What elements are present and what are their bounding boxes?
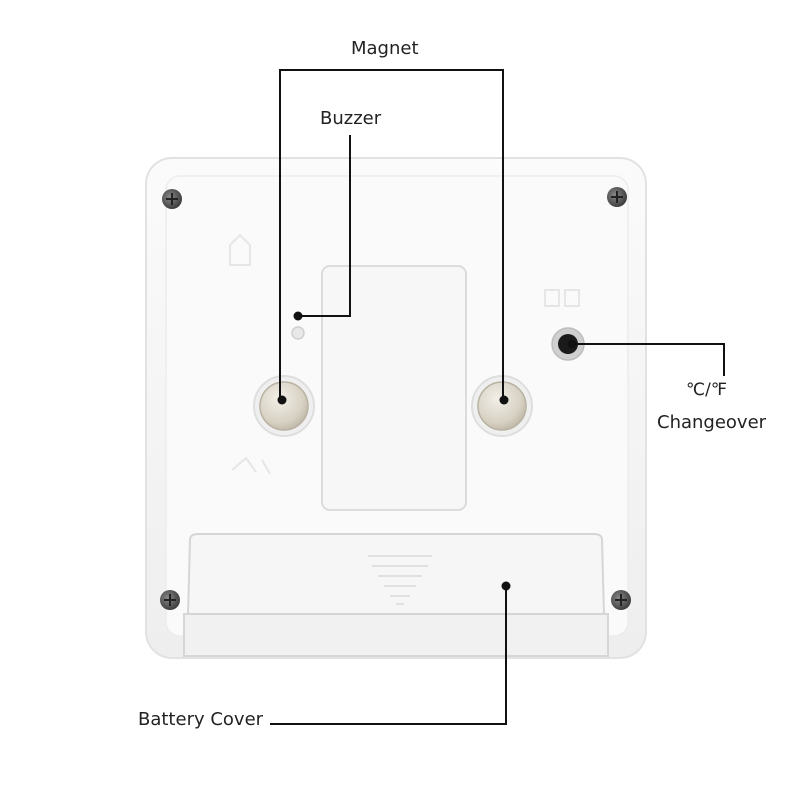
screw-bottom-left [160,590,180,610]
screw-top-right [607,187,627,207]
battery-cover-label: Battery Cover [138,709,264,730]
battery-cover-dot [501,581,511,591]
magnet-left-dot [277,395,287,405]
changeover-dot [567,339,577,349]
unit-symbol-label: ℃/℉ [686,380,727,400]
battery-cover-panel [183,533,609,657]
buzzer-dot [293,311,303,321]
magnet-label: Magnet [351,38,419,59]
buzzer-label: Buzzer [320,108,382,129]
screw-top-left [162,189,182,209]
center-recess [321,265,467,511]
battery-cover-leader-line [270,586,507,725]
embossed-marks [229,233,580,475]
buzzer-hole [291,326,305,340]
buzzer-leader-line [298,135,351,317]
magnet-left [253,375,315,437]
magnet-right-dot [499,395,509,405]
screw-bottom-right [611,590,631,610]
changeover-leader-line [570,343,725,376]
battery-cover-arrow [368,555,432,605]
changeover-label: Changeover [657,412,767,433]
